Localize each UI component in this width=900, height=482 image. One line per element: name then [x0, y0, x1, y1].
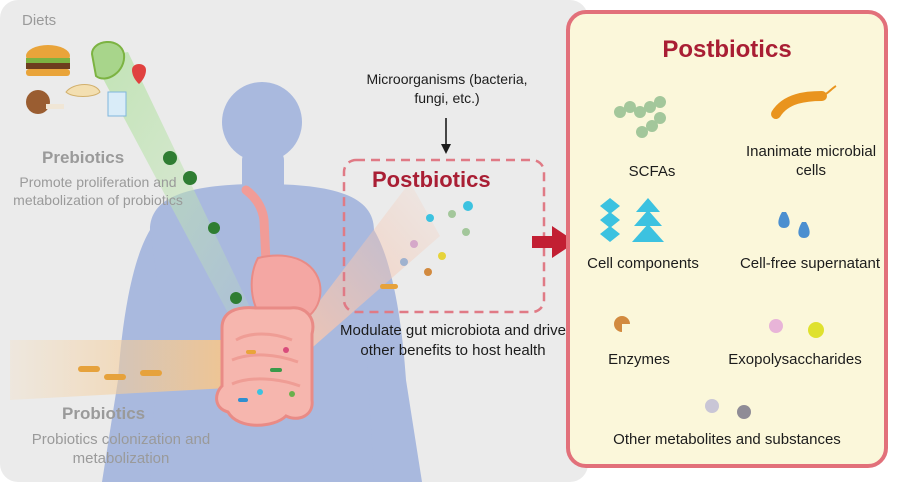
microbial-cell-icon [771, 85, 837, 119]
probiotics-description: Probiotics colonization and metabolizati… [31, 431, 211, 467]
postbiotics-icons [600, 85, 837, 419]
supernatant-icon [778, 212, 810, 238]
probiotic-rods [78, 366, 162, 380]
enzyme-icon [614, 316, 630, 332]
supernatant-label: Cell-free supernatant [739, 255, 881, 272]
inanimate-cells-label: Inanimate microbial cells [745, 143, 877, 179]
other-metabolites-label: Other metabolites and substances [613, 431, 841, 448]
scfa-label: SCFAs [628, 163, 676, 180]
exopolysaccharides-label: Exopolysaccharides [728, 351, 862, 368]
exopolysaccharide-yellow-icon [808, 322, 824, 338]
modulate-text: Modulate gut microbiota and drive other … [340, 322, 566, 359]
intestine [215, 306, 315, 427]
exopolysaccharide-pink-icon [769, 319, 783, 333]
left-illustration-panel: Diets Prebiotics Promote proliferation a… [0, 0, 588, 482]
prebiotics-title: Prebiotics [42, 148, 125, 167]
metabolite-dark-icon [737, 405, 751, 419]
center-box-particles [380, 201, 473, 289]
prebiotics-description: Promote proliferation and metabolization… [13, 174, 183, 208]
probiotics-title: Probiotics [62, 404, 146, 423]
probiotics-beam [10, 340, 228, 400]
diets-label: Diets [22, 12, 57, 29]
esophagus [241, 185, 271, 267]
scfa-icon [614, 96, 666, 138]
human-body-illustration [10, 41, 546, 482]
microorganisms-label: Microorganisms (bacteria, fungi, etc.) [366, 71, 528, 106]
postbiotics-center-title: Postbiotics [372, 167, 491, 192]
cell-components-icon [600, 198, 664, 242]
cell-components-label: Cell components [587, 255, 699, 272]
postbiotics-beam [290, 182, 440, 360]
enzymes-label: Enzymes [608, 351, 670, 368]
prebiotics-beam [92, 52, 256, 328]
food-icons [26, 41, 146, 117]
metabolite-gray-icon [705, 399, 719, 413]
postbiotics-panel: Postbiotics SCFAs Inanimate microbial ce… [566, 10, 888, 468]
prebiotic-particles [163, 151, 242, 304]
postbiotics-panel-title: Postbiotics [662, 36, 792, 63]
